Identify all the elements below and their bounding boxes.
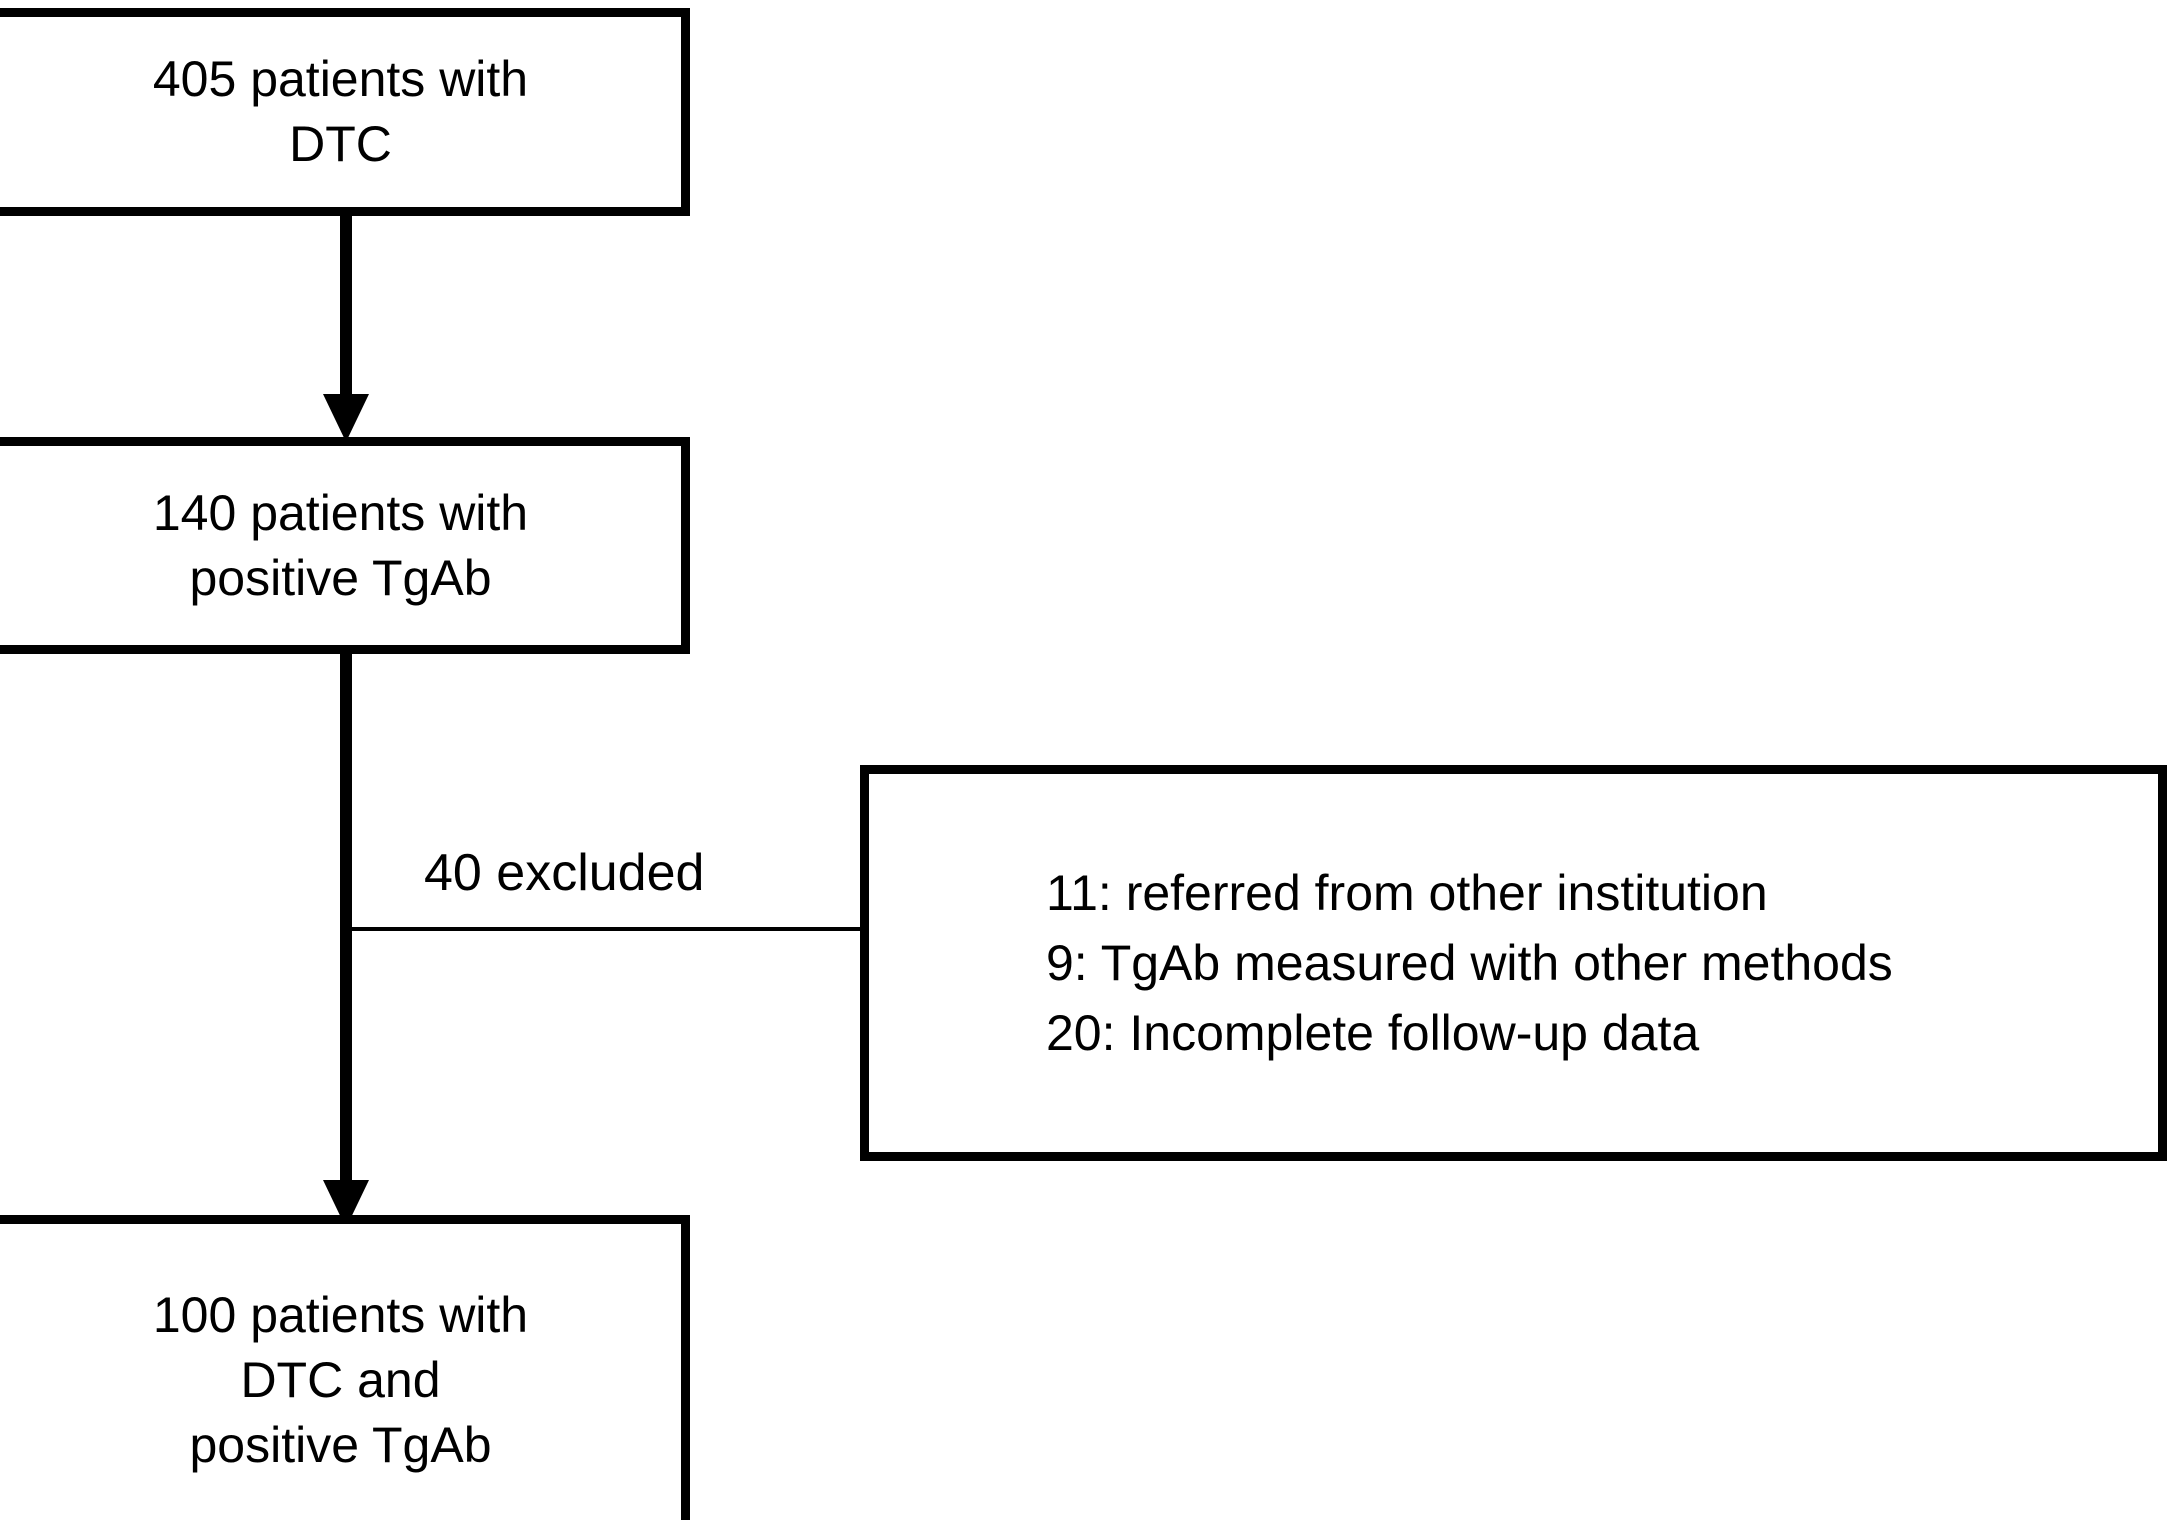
node-positive-tgab-label: 140 patients with positive TgAb (152, 484, 529, 606)
edge-excluded-count-label: 40 excluded (424, 844, 705, 902)
node-total-patients: 405 patients with DTC (0, 8, 690, 216)
node-exclusion-reasons: 11: referred from other institution 9: T… (860, 765, 2167, 1161)
node-total-patients-label: 405 patients with DTC (152, 51, 529, 172)
edge-positive-to-excluded-line (350, 927, 862, 931)
edge-total-to-positive-arrowhead-icon (323, 394, 369, 442)
edge-positive-to-included-line (340, 651, 352, 1184)
edge-total-to-positive-line (340, 213, 352, 398)
node-exclusion-reasons-label: 11: referred from other institution 9: T… (1046, 865, 1893, 1061)
node-included-patients-label: 100 patients with DTC and positive TgAb (152, 1286, 529, 1473)
node-included-patients: 100 patients with DTC and positive TgAb (0, 1215, 690, 1520)
node-positive-tgab: 140 patients with positive TgAb (0, 437, 690, 654)
